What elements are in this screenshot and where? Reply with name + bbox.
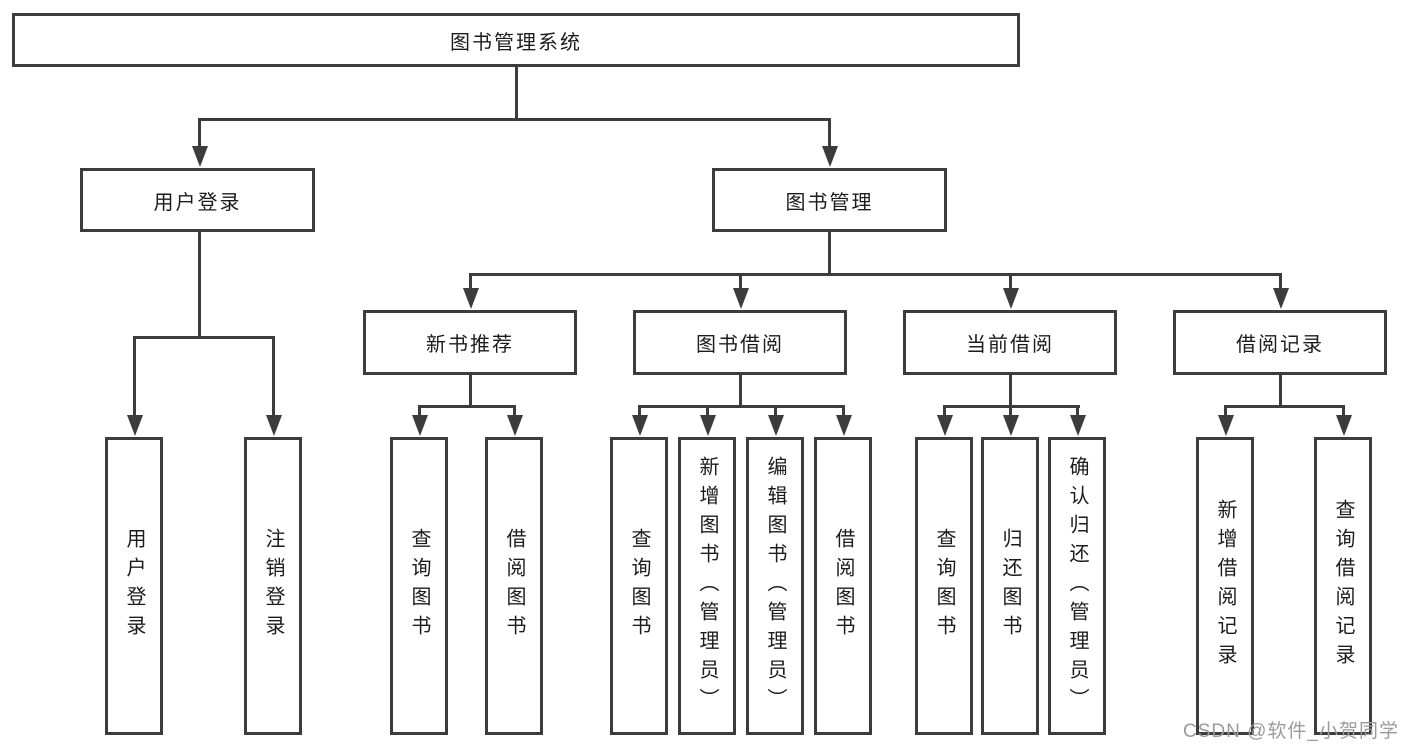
connector-new-book-stem — [469, 375, 472, 408]
connector-book-borrow-stem — [739, 375, 742, 408]
leaf-logout: 注销登录 — [244, 437, 302, 735]
node-book-management: 图书管理 — [712, 168, 947, 232]
node-borrow-records: 借阅记录 — [1173, 310, 1387, 375]
leaf-borrow-books-1-label: 借阅图书 — [503, 528, 525, 644]
arrow-to-leaf-return-book — [1009, 405, 1012, 416]
node-new-book-recommend-label: 新书推荐 — [426, 334, 514, 356]
arrow-to-leaf-borrow-books-1 — [513, 405, 516, 416]
leaf-add-book-admin-label: 新增图书（管理员） — [696, 455, 718, 717]
arrow-to-leaf-add-book — [706, 405, 709, 416]
connector-book-management-bar — [469, 273, 1282, 276]
leaf-logout-label: 注销登录 — [262, 528, 284, 644]
node-borrow-records-label: 借阅记录 — [1236, 334, 1324, 356]
arrow-to-leaf-edit-book — [774, 405, 777, 416]
node-new-book-recommend: 新书推荐 — [363, 310, 577, 375]
node-book-borrow-label: 图书借阅 — [696, 334, 784, 356]
leaf-add-borrow-record-label: 新增借阅记录 — [1214, 499, 1236, 673]
leaf-confirm-return-admin-label: 确认归还（管理员） — [1066, 455, 1088, 717]
connector-borrow-records-stem — [1279, 375, 1282, 408]
csdn-watermark: CSDN @软件_小贺同学 — [1183, 721, 1399, 742]
leaf-return-book: 归还图书 — [981, 437, 1039, 735]
node-current-borrow: 当前借阅 — [903, 310, 1117, 375]
leaf-query-books-2: 查询图书 — [610, 437, 668, 735]
leaf-return-book-label: 归还图书 — [999, 528, 1021, 644]
connector-root-bar — [198, 118, 831, 121]
leaf-borrow-books-2: 借阅图书 — [814, 437, 872, 735]
arrow-to-book-management — [828, 118, 831, 147]
leaf-query-books-1-label: 查询图书 — [408, 528, 430, 644]
node-user-login-label: 用户登录 — [153, 191, 242, 214]
leaf-user-login-label: 用户登录 — [123, 528, 145, 644]
arrow-to-leaf-query-books-3 — [943, 405, 946, 416]
leaf-add-book-admin: 新增图书（管理员） — [678, 437, 736, 735]
connector-user-login-bar — [133, 336, 275, 339]
leaf-query-books-1: 查询图书 — [390, 437, 448, 735]
connector-borrow-records-bar — [1224, 405, 1345, 408]
leaf-confirm-return-admin: 确认归还（管理员） — [1048, 437, 1106, 735]
node-book-borrow: 图书借阅 — [633, 310, 847, 375]
node-book-management-label: 图书管理 — [785, 191, 874, 214]
arrow-to-borrow-records — [1279, 273, 1282, 289]
arrow-to-user-login — [198, 118, 201, 147]
node-root-label: 图书管理系统 — [450, 31, 582, 54]
leaf-user-login: 用户登录 — [105, 437, 163, 735]
connector-current-borrow-stem — [1009, 375, 1012, 408]
leaf-query-books-3: 查询图书 — [915, 437, 973, 735]
connector-root-stem — [515, 67, 518, 120]
arrow-to-current-borrow — [1009, 273, 1012, 289]
leaf-query-borrow-record-label: 查询借阅记录 — [1332, 499, 1354, 673]
leaf-edit-book-admin: 编辑图书（管理员） — [746, 437, 804, 735]
connector-new-book-bar — [418, 405, 516, 408]
arrow-to-leaf-confirm-return — [1076, 405, 1079, 416]
leaf-query-books-2-label: 查询图书 — [628, 528, 650, 644]
arrow-to-leaf-query-books-1 — [418, 405, 421, 416]
connector-book-management-stem — [828, 232, 831, 276]
node-current-borrow-label: 当前借阅 — [966, 334, 1054, 356]
leaf-edit-book-admin-label: 编辑图书（管理员） — [764, 455, 786, 717]
leaf-borrow-books-2-label: 借阅图书 — [832, 528, 854, 644]
leaf-query-books-3-label: 查询图书 — [933, 528, 955, 644]
leaf-borrow-books-1: 借阅图书 — [485, 437, 543, 735]
leaf-add-borrow-record: 新增借阅记录 — [1196, 437, 1254, 735]
arrow-to-book-borrow — [739, 273, 742, 289]
node-root: 图书管理系统 — [12, 13, 1020, 67]
arrow-to-leaf-query-record — [1342, 405, 1345, 416]
arrow-to-new-book-recommend — [469, 273, 472, 289]
arrow-to-leaf-query-books-2 — [638, 405, 641, 416]
node-user-login: 用户登录 — [80, 168, 315, 232]
connector-user-login-stem — [198, 232, 201, 339]
arrow-to-leaf-logout — [272, 336, 275, 416]
arrow-to-leaf-user-login — [133, 336, 136, 416]
connector-book-borrow-bar — [638, 405, 845, 408]
arrow-to-leaf-add-record — [1224, 405, 1227, 416]
leaf-query-borrow-record: 查询借阅记录 — [1314, 437, 1372, 735]
arrow-to-leaf-borrow-books-2 — [842, 405, 845, 416]
